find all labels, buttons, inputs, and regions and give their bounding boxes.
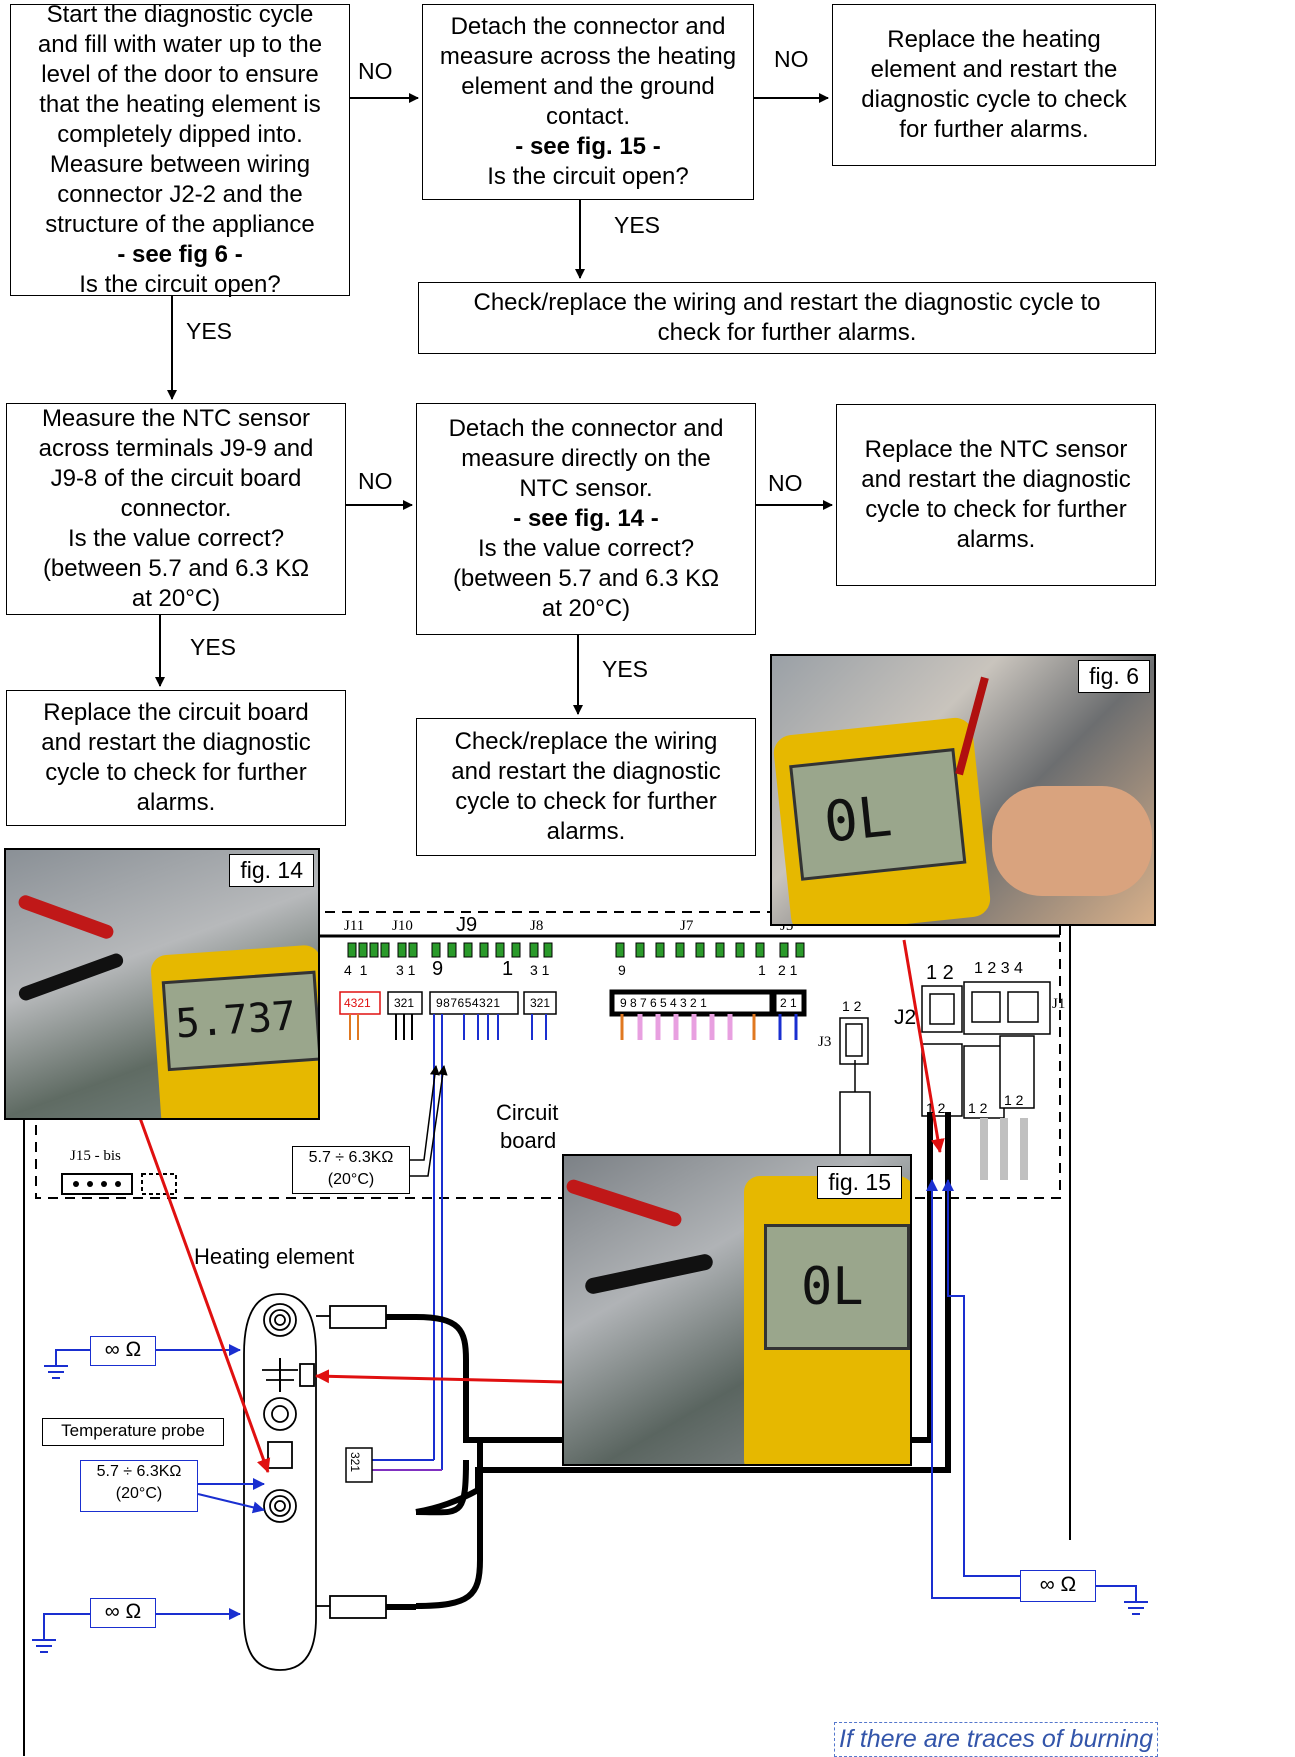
fig15-tag: fig. 15 [817,1166,902,1199]
probe-resistance-value: 5.7 ÷ 6.3KΩ [81,1461,197,1483]
j15-bis-label: J15 - bis [70,1148,121,1165]
multimeter-body: 0L [772,716,992,926]
j10-label: J10 [392,918,413,935]
j9-label: J9 [456,914,477,937]
j8-label: J8 [530,918,543,935]
j15-bis-connector [62,1174,176,1194]
j2-lower-pins: 1 2 [926,1100,945,1116]
j8-pins: 321 [530,996,550,1010]
probe-black [17,952,125,1003]
temperature-probe-label: Temperature probe [42,1418,224,1446]
j1-label: J1 [1052,996,1065,1013]
j1-lower-pins-2: 1 2 [1004,1092,1023,1108]
fig15-reading: 0L [801,1257,864,1317]
ntc-resistance-value: 5.7 ÷ 6.3KΩ [293,1147,409,1169]
ntc-resistance-temp: (20°C) [293,1169,409,1191]
probe-red [565,1178,683,1228]
j7-label: J7 [680,918,693,935]
j5-pins: 2 1 [780,996,797,1010]
ntc-wires [372,1014,442,1470]
multimeter-display: 0L [764,1224,910,1350]
fig6-photo: 0L fig. 6 [770,654,1156,926]
j7-pin-left: 9 [618,962,626,978]
j2-label: J2 [894,1006,916,1030]
j2-connector [922,986,962,1116]
fig6-tag: fig. 6 [1078,660,1150,693]
j8-pin-top: 3 1 [530,962,549,978]
j7-pin-right: 1 [758,962,766,978]
probe-red [17,893,116,940]
multimeter-body: 0L [744,1176,912,1466]
j9-pin-right: 1 [502,958,513,981]
j11-pins: 4321 [344,996,371,1010]
j1-connector [964,982,1050,1180]
j7-pins: 9 8 7 6 5 4 3 2 1 [620,996,707,1010]
hand-shape [992,786,1152,896]
j11-pin-top: 4 1 [344,962,367,978]
fig14-tag: fig. 14 [229,854,314,887]
heating-element-label: Heating element [194,1244,354,1270]
flow-arrows [160,98,832,714]
multimeter-display: 5.737 [162,971,320,1072]
j11-label: J11 [344,918,364,935]
j3-connector [840,1018,870,1164]
heating-element [244,1294,416,1670]
fig6-reading: 0L [821,784,895,856]
burning-note: If there are traces of burning [834,1722,1158,1757]
circuit-board-label-2: board [500,1128,556,1154]
j1-lower-pins: 1 2 [968,1100,987,1116]
probe-pins-label: 321 [348,1452,362,1472]
infinite-resistance-bottom: ∞ Ω [90,1598,156,1628]
multimeter-body: 5.737 [150,944,320,1120]
j9-pins: 987654321 [436,996,501,1010]
j5-pin-top: 2 1 [778,962,797,978]
fig14-reading: 5.737 [174,993,297,1047]
j10-pins: 321 [394,996,414,1010]
connector-strip [316,936,1060,957]
circuit-board-label: Circuit [496,1100,558,1126]
infinite-resistance-top: ∞ Ω [90,1336,156,1366]
probe-resistance-callout: 5.7 ÷ 6.3KΩ (20°C) [80,1460,198,1512]
j3-pins: 1 2 [842,998,861,1014]
j2-pins: 1 2 [926,962,954,985]
fig14-photo: 5.737 fig. 14 [4,848,320,1120]
probe-resistance-temp: (20°C) [81,1483,197,1505]
infinite-resistance-right: ∞ Ω [1020,1570,1096,1602]
j1-pins: 1 2 3 4 [974,960,1023,978]
probe-black [584,1253,714,1296]
j10-pin-top: 3 1 [396,962,415,978]
j3-label: J3 [818,1034,831,1051]
j9-pin-left: 9 [432,958,443,981]
ntc-resistance-callout: 5.7 ÷ 6.3KΩ (20°C) [292,1146,410,1194]
multimeter-display: 0L [789,748,966,881]
fig15-photo: 0L fig. 15 [562,1154,912,1466]
